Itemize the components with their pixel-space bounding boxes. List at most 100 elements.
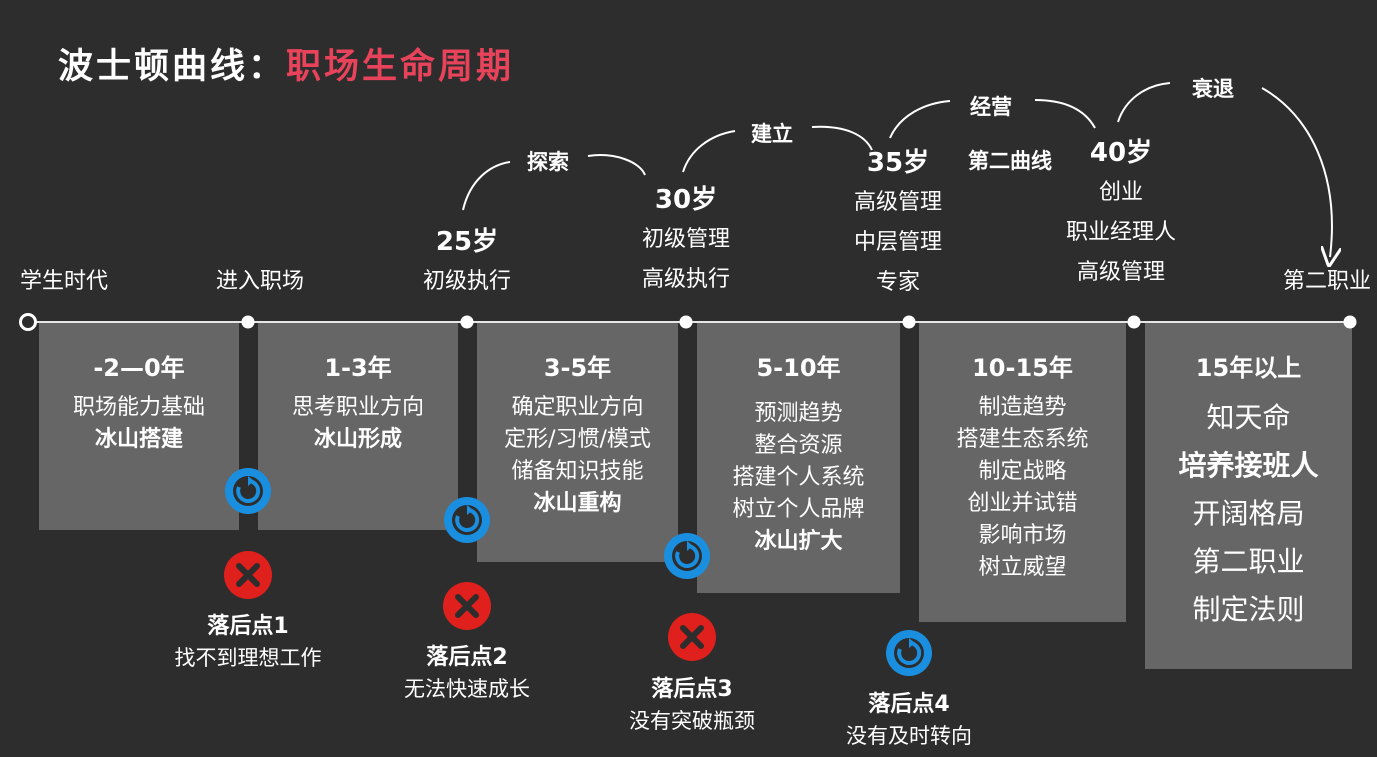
fall-point: 落后点3 没有突破瓶颈 bbox=[629, 675, 755, 737]
stage-box: 3-5年 确定职业方向 定形/习惯/模式 储备知识技能 冰山重构 bbox=[477, 322, 678, 562]
x-mark-icon bbox=[443, 582, 491, 630]
stage-line: 制定法则 bbox=[1192, 593, 1305, 626]
stage-period: 10-15年 bbox=[972, 354, 1073, 382]
stage-line: 制造趋势 bbox=[978, 395, 1067, 420]
timeline-dot bbox=[241, 315, 255, 329]
curve-label-operate: 经营 bbox=[970, 95, 1012, 119]
title-main: 波士顿曲线： bbox=[58, 47, 287, 87]
fall-point-name: 落后点2 bbox=[426, 645, 508, 670]
point-line: 中层管理 bbox=[853, 230, 943, 255]
stage-box: 1-3年 思考职业方向 冰山形成 bbox=[258, 322, 458, 530]
stage-highlight: 冰山搭建 bbox=[94, 427, 183, 452]
stage-highlight: 冰山形成 bbox=[313, 427, 402, 452]
timeline-point-label: 第二职业 bbox=[1283, 262, 1371, 302]
stage-line: 培养接班人 bbox=[1178, 449, 1319, 482]
point-line: 高级执行 bbox=[641, 267, 731, 292]
fall-point-desc: 无法快速成长 bbox=[404, 677, 530, 701]
point-age: 35岁 bbox=[866, 148, 930, 178]
stage-line: 影响市场 bbox=[978, 523, 1067, 548]
curve-label-second-curve: 第二曲线 bbox=[968, 149, 1052, 173]
timeline-point-label: 25岁 初级执行 bbox=[423, 222, 511, 302]
page-title: 波士顿曲线：职场生命周期 bbox=[58, 38, 514, 89]
timeline-point-label: 30岁 初级管理 高级执行 bbox=[642, 180, 730, 300]
timeline-dot bbox=[19, 313, 37, 331]
stage-box: -2—0年 职场能力基础 冰山搭建 bbox=[39, 322, 239, 530]
point-line: 第二职业 bbox=[1282, 269, 1372, 294]
timeline-dot bbox=[1343, 315, 1357, 329]
point-line: 学生时代 bbox=[19, 269, 109, 294]
fall-point-desc: 找不到理想工作 bbox=[174, 646, 322, 670]
stage-line: 职场能力基础 bbox=[72, 395, 205, 420]
x-mark-icon bbox=[224, 551, 272, 599]
curve-operate-left bbox=[889, 100, 951, 139]
stage-period: 15年以上 bbox=[1195, 354, 1302, 382]
stage-line: 搭建个人系统 bbox=[732, 465, 865, 490]
curve-decline-right bbox=[1261, 87, 1332, 257]
title-accent: 职场生命周期 bbox=[286, 47, 515, 87]
timeline-point-label: 进入职场 bbox=[216, 262, 304, 302]
point-line: 进入职场 bbox=[215, 269, 305, 294]
refresh-cycle-icon bbox=[444, 497, 490, 543]
timeline-dot bbox=[902, 315, 916, 329]
x-mark-icon bbox=[668, 613, 716, 661]
stage-line: 树立威望 bbox=[978, 555, 1067, 580]
fall-point-name: 落后点4 bbox=[868, 692, 950, 717]
fall-point-desc: 没有及时转向 bbox=[846, 724, 972, 748]
point-line: 职业经理人 bbox=[1065, 220, 1177, 245]
stage-line: 定形/习惯/模式 bbox=[504, 427, 651, 452]
timeline-point-label: 35岁 高级管理 中层管理 专家 bbox=[854, 143, 942, 303]
fall-point: 落后点2 无法快速成长 bbox=[404, 643, 530, 705]
fall-point: 落后点1 找不到理想工作 bbox=[175, 612, 322, 674]
stage-line: 开阔格局 bbox=[1192, 497, 1305, 530]
refresh-cycle-icon bbox=[225, 468, 271, 514]
curve-build-left bbox=[682, 130, 736, 173]
point-line: 专家 bbox=[875, 270, 921, 295]
curve-build-right bbox=[811, 125, 873, 151]
point-line: 高级管理 bbox=[1076, 260, 1166, 285]
stage-line: 储备知识技能 bbox=[511, 459, 644, 484]
curve-label-build: 建立 bbox=[751, 122, 793, 146]
stage-box: 10-15年 制造趋势 搭建生态系统 制定战略 创业并试错 影响市场 树立威望 bbox=[919, 322, 1126, 622]
point-age: 30岁 bbox=[654, 185, 718, 215]
point-age: 25岁 bbox=[435, 227, 499, 257]
curve-label-explore: 探索 bbox=[527, 150, 569, 174]
stage-period: 3-5年 bbox=[543, 354, 612, 382]
curve-operate-right bbox=[1034, 99, 1096, 129]
fall-point: 落后点4 没有及时转向 bbox=[846, 690, 972, 752]
refresh-cycle-icon bbox=[664, 533, 710, 579]
curve-decline-left bbox=[1117, 82, 1171, 123]
stage-line: 确定职业方向 bbox=[511, 395, 644, 420]
stage-highlight: 冰山扩大 bbox=[754, 529, 843, 554]
stage-line: 第二职业 bbox=[1192, 545, 1305, 578]
timeline-point-label: 40岁 创业 职业经理人 高级管理 bbox=[1066, 133, 1176, 293]
timeline-point-label: 学生时代 bbox=[20, 262, 108, 302]
timeline-dot bbox=[1127, 315, 1141, 329]
stage-box: 5-10年 预测趋势 整合资源 搭建个人系统 树立个人品牌 冰山扩大 bbox=[697, 322, 900, 593]
point-line: 高级管理 bbox=[853, 190, 943, 215]
fall-point-desc: 没有突破瓶颈 bbox=[629, 709, 755, 733]
stage-period: 1-3年 bbox=[324, 354, 392, 382]
stage-line: 搭建生态系统 bbox=[956, 427, 1089, 452]
curve-explore-left bbox=[462, 161, 511, 211]
fall-point-name: 落后点1 bbox=[207, 614, 289, 639]
stage-line: 创业并试错 bbox=[967, 491, 1078, 516]
point-age: 40岁 bbox=[1089, 138, 1153, 168]
stage-period: -2—0年 bbox=[93, 354, 185, 382]
timeline-dot bbox=[679, 315, 693, 329]
curve-label-decline: 衰退 bbox=[1192, 77, 1234, 101]
stage-line: 制定战略 bbox=[978, 459, 1067, 484]
timeline-dot bbox=[460, 315, 474, 329]
curve-explore-right bbox=[587, 154, 646, 176]
stage-box: 15年以上 知天命 培养接班人 开阔格局 第二职业 制定法则 bbox=[1145, 322, 1352, 669]
refresh-cycle-icon bbox=[886, 630, 932, 676]
stage-line: 整合资源 bbox=[754, 433, 843, 458]
stage-period: 5-10年 bbox=[756, 354, 841, 382]
fall-point-name: 落后点3 bbox=[651, 677, 733, 702]
point-line: 初级执行 bbox=[422, 269, 512, 294]
stage-line: 思考职业方向 bbox=[291, 395, 424, 420]
point-line: 初级管理 bbox=[641, 227, 731, 252]
stage-line: 知天命 bbox=[1206, 401, 1291, 434]
stage-line: 树立个人品牌 bbox=[732, 497, 865, 522]
point-line: 创业 bbox=[1098, 180, 1144, 205]
